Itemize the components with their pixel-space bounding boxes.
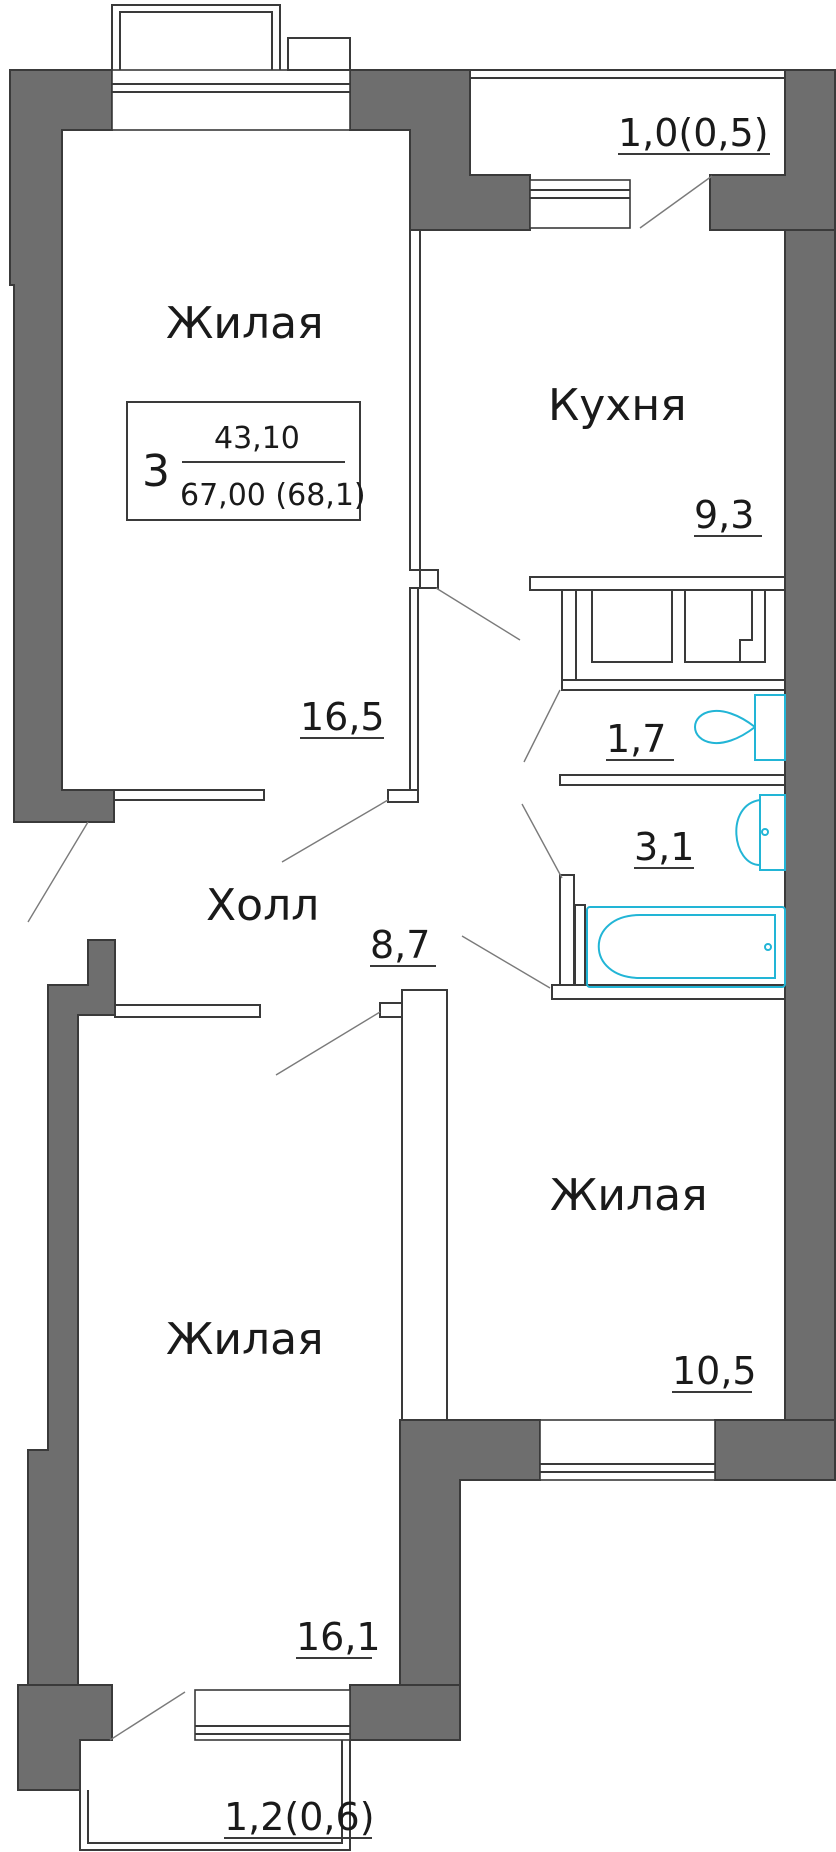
room-name-bedroom-right: Жилая	[550, 1170, 708, 1221]
wall-lower-center	[399, 1419, 541, 1686]
area-kitchen: 9,3	[694, 493, 754, 537]
door-kitchen	[435, 587, 521, 641]
door-balcony-bottom	[109, 1691, 186, 1741]
windows	[111, 69, 716, 1741]
door-swings	[27, 175, 713, 1741]
total-area: 67,00 (68,1)	[180, 478, 366, 513]
wall-left-lower	[27, 939, 116, 1686]
door-balcony-left	[27, 821, 89, 923]
area-toilet: 1,7	[606, 717, 666, 761]
door-bath	[521, 803, 563, 879]
toilet-fixture	[693, 694, 786, 761]
door-bedroom-top	[281, 799, 389, 863]
area-summary: 3 43,10 67,00 (68,1)	[126, 401, 366, 521]
wall-bottom-right	[349, 1684, 461, 1741]
wall-right	[784, 229, 836, 1421]
room-name-hall: Холл	[206, 880, 319, 931]
bathtub-fixture	[586, 906, 786, 988]
area-bedroom-right: 10,5	[672, 1349, 757, 1393]
room-name-bedroom-top-left: Жилая	[166, 298, 324, 349]
room-labels: Жилая 16,5 Кухня 9,3 Холл 8,7 1,7 3,1 Жи…	[166, 111, 770, 1839]
window-right-bedroom	[539, 1419, 716, 1481]
wall-top-left	[9, 69, 115, 823]
window-kitchen	[529, 179, 631, 229]
wall-top-center	[349, 69, 531, 231]
window-top-left	[111, 69, 351, 131]
wall-top-right	[709, 69, 836, 231]
area-bathroom: 3,1	[634, 825, 694, 869]
window-bottom-bedroom	[194, 1689, 351, 1741]
plumbing-fixtures	[586, 694, 786, 988]
area-bedroom-top-left: 16,5	[300, 695, 385, 739]
door-toilet	[523, 689, 561, 763]
balcony-bottom-outline	[79, 1740, 351, 1851]
wall-lower-right	[714, 1419, 836, 1481]
room-name-bedroom-bottom-left: Жилая	[166, 1314, 324, 1365]
sink-fixture	[759, 794, 786, 871]
door-balcony-top	[639, 175, 713, 229]
living-area: 43,10	[214, 421, 300, 456]
door-bedroom-bottom	[275, 1011, 381, 1076]
interior-walls	[113, 229, 786, 1421]
balconies	[79, 4, 785, 1851]
balcony-area-bottom: 1,2(0,6)	[224, 1795, 375, 1839]
rooms-count: 3	[142, 446, 170, 497]
wall-bottom-left	[17, 1684, 113, 1791]
area-hall: 8,7	[370, 923, 430, 967]
door-right-bedroom	[461, 935, 551, 989]
exterior-walls	[9, 69, 836, 1791]
balcony-top-left-outline	[111, 4, 281, 70]
area-bedroom-bottom-left: 16,1	[296, 1615, 381, 1659]
room-name-kitchen: Кухня	[548, 380, 687, 431]
balcony-area-top-right: 1,0(0,5)	[618, 111, 769, 155]
